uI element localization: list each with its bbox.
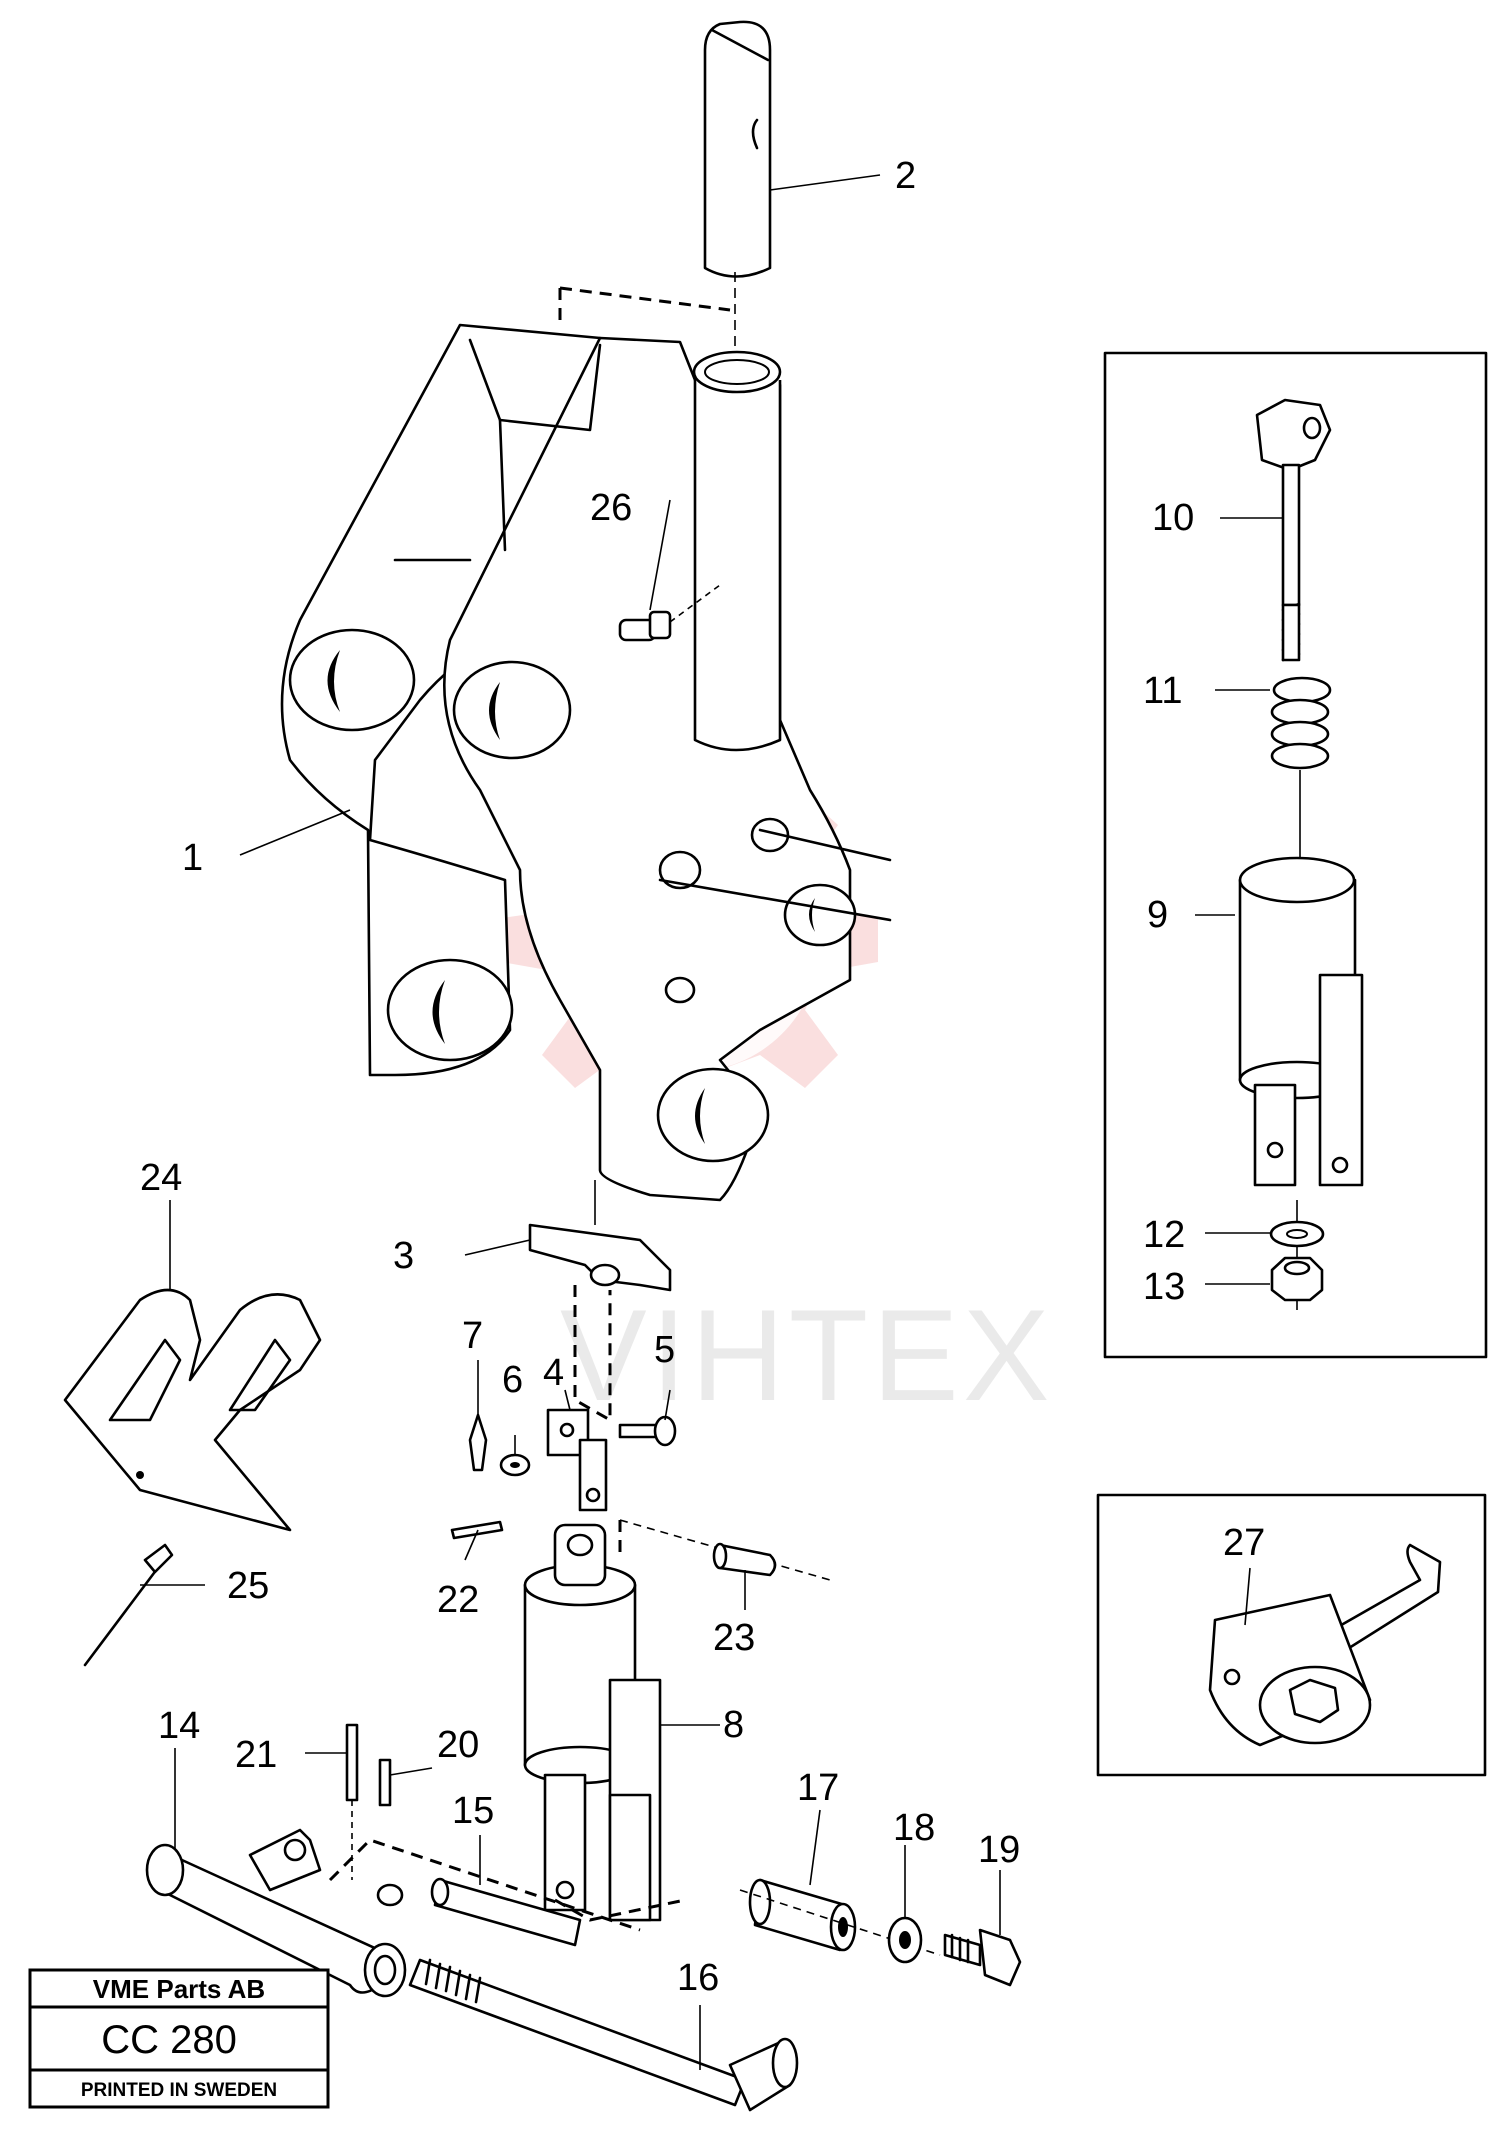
bracket-hole [288,628,416,732]
part-16-bolt [408,1958,799,2112]
title-stamp: VME Parts AB CC 280 PRINTED IN SWEDEN [28,1968,330,2109]
callout-24: 24 [140,1157,182,1199]
callout-5: 5 [654,1329,675,1371]
callout-18: 18 [893,1807,935,1849]
callout-19: 19 [978,1829,1020,1871]
callout-2: 2 [895,155,916,197]
callout-22: 22 [437,1579,479,1621]
callout-26: 26 [590,487,632,529]
part-25-rivet [83,1543,174,1667]
part-18-washer [887,1916,923,1964]
bracket-hole [386,958,514,1062]
part-20-pin [378,1758,392,1807]
part-9-cylinder [1238,856,1364,1187]
part-22-spring-pin [450,1520,504,1540]
callout-27: 27 [1223,1522,1265,1564]
part-4-link [546,1408,608,1512]
part-27-wrench [1208,1543,1442,1747]
watermark-text: VIHTEX [560,1282,1054,1428]
part-11-spring [1270,676,1332,770]
part-14-shaft-holder [145,1828,407,1998]
callout-labels: 2 1 3 26 4 5 6 7 22 23 8 10 11 9 12 13 2… [140,155,1265,1999]
callout-20: 20 [437,1724,479,1766]
part-26-grease-nipple [618,584,721,642]
inset-box-parts-9-13 [1103,351,1488,1359]
part-6-washer [499,1453,531,1477]
callout-4: 4 [543,1352,564,1394]
stamp-printed: PRINTED IN SWEDEN [81,2080,277,2101]
part-2-pin [703,20,772,278]
stamp-company: VME Parts AB [93,1974,265,2004]
part-12-washer [1269,1220,1325,1248]
leader-lines [140,174,1283,2070]
callout-1: 1 [182,837,203,879]
bracket-hole [656,1067,770,1163]
part-5-bolt [618,1415,677,1447]
callout-11: 11 [1143,670,1182,712]
part-8-cylinder [523,1523,662,1922]
part-17-sleeve [748,1878,857,1952]
callout-25: 25 [227,1565,269,1607]
callout-15: 15 [452,1790,494,1832]
callout-17: 17 [797,1767,839,1809]
callout-8: 8 [723,1704,744,1746]
callout-9: 9 [1147,894,1168,936]
callout-10: 10 [1152,497,1194,539]
part-3-latch [528,1223,672,1292]
callout-16: 16 [677,1957,719,1999]
callout-14: 14 [158,1705,200,1747]
callout-23: 23 [713,1617,755,1659]
inset-box-part-27 [1096,1493,1487,1777]
stamp-code: CC 280 [101,2018,237,2062]
part-13-nut [1270,1256,1324,1302]
callout-7: 7 [462,1315,483,1357]
part-23-pin [712,1542,777,1577]
part-24-clip [63,1288,322,1532]
callout-6: 6 [502,1359,523,1401]
part-15-pin [430,1877,582,1947]
part-10-rod [1255,398,1332,662]
callout-13: 13 [1143,1266,1185,1308]
bracket-hole [783,883,857,947]
part-19-bolt [943,1928,1022,1987]
bracket-hole [452,660,572,760]
callout-3: 3 [393,1235,414,1277]
callout-12: 12 [1143,1214,1185,1256]
callout-21: 21 [235,1734,277,1776]
part-1-bracket [280,323,892,1202]
part-21-pin [345,1723,359,1802]
part-7-cotter-pin [468,1413,488,1472]
